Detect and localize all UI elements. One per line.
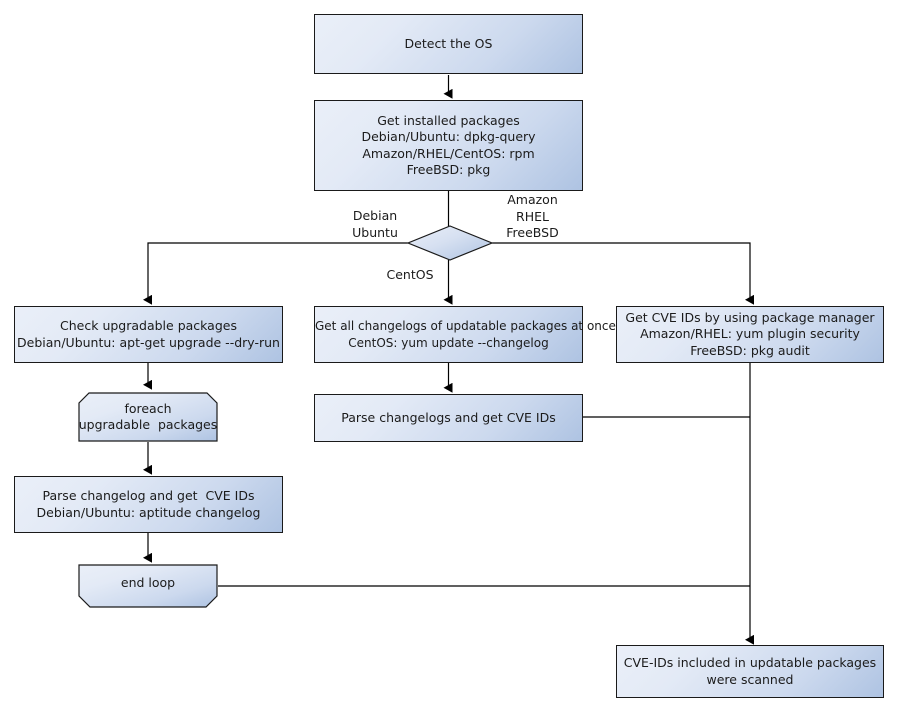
node-parse-changelog-get-cve-ids[interactable]: Parse changelog and get CVE IDs Debian/U… (14, 476, 283, 533)
node-check-upgradable-packages[interactable]: Check upgradable packages Debian/Ubuntu:… (14, 306, 283, 363)
edge-decision-to-package-manager (492, 242, 754, 305)
node-get-cve-ids-package-manager[interactable]: Get CVE IDs by using package manager Ama… (616, 306, 884, 363)
diamond-shape (406, 225, 494, 261)
node-cve-ids-scanned[interactable]: CVE-IDs included in updatable packages w… (616, 645, 884, 698)
node-cve-ids-scanned-label: CVE-IDs included in updatable packages w… (623, 655, 877, 687)
node-parse-changelogs-get-cve-ids[interactable]: Parse changelogs and get CVE IDs (314, 394, 583, 442)
node-check-upgradable-packages-label: Check upgradable packages Debian/Ubuntu:… (17, 318, 280, 350)
node-os-decision[interactable] (406, 225, 494, 261)
edge-label-debian-ubuntu: Debian Ubuntu (352, 208, 398, 240)
node-get-installed-packages[interactable]: Get installed packages Debian/Ubuntu: dp… (314, 100, 583, 191)
edge-label-centos: CentOS (386, 267, 434, 282)
node-end-loop[interactable]: end loop (78, 564, 218, 608)
edge-label-amazon-rhel-freebsd: Amazon RHEL FreeBSD (506, 192, 559, 240)
node-get-cve-ids-package-manager-label: Get CVE IDs by using package manager Ama… (625, 309, 875, 358)
node-foreach-upgradable-packages[interactable]: foreach upgradable packages (78, 392, 218, 442)
node-detect-os[interactable]: Detect the OS (314, 14, 583, 74)
node-detect-os-label: Detect the OS (404, 35, 493, 51)
node-get-installed-packages-label: Get installed packages Debian/Ubuntu: dp… (361, 112, 536, 178)
loop-start-shape (78, 392, 218, 442)
edge-decision-to-check-upgradable (143, 242, 408, 305)
node-parse-changelogs-get-cve-ids-label: Parse changelogs and get CVE IDs (341, 409, 556, 425)
node-get-all-changelogs-label: Get all changelogs of updatable packages… (315, 319, 616, 350)
node-get-all-changelogs[interactable]: Get all changelogs of updatable packages… (314, 306, 616, 363)
node-parse-changelog-get-cve-ids-label: Parse changelog and get CVE IDs Debian/U… (36, 488, 261, 520)
loop-end-shape (78, 564, 218, 608)
